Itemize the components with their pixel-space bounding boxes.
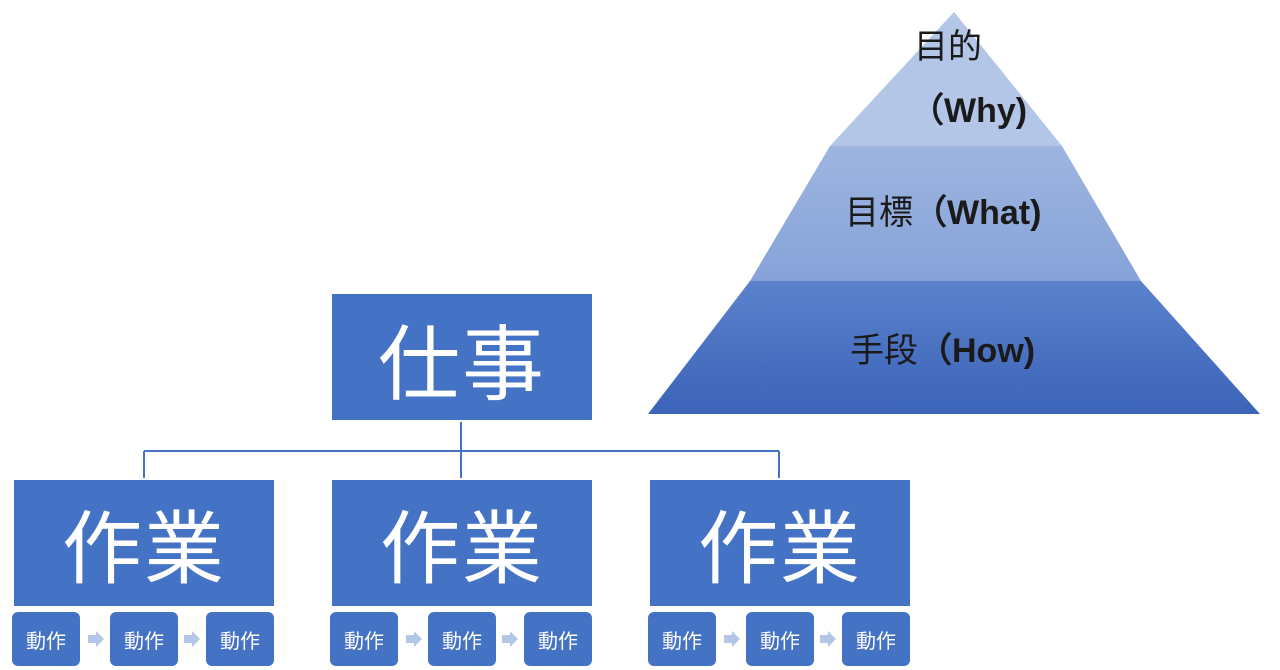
pyramid-label-why-en: （Why) [910,94,1027,128]
pyramid-label-how-en: （How) [918,332,1036,370]
action-1-2: 動作 [110,612,178,666]
pyramid-label-what: 目標（What) [845,196,1041,230]
action-2-3: 動作 [524,612,592,666]
arrow-right-icon [88,631,104,647]
task-box-2: 作業 [330,478,594,608]
action-3-3: 動作 [842,612,910,666]
action-3-2: 動作 [746,612,814,666]
pyramid-label-why-en-text: （Why) [910,92,1028,130]
pyramid-label-how: 手段（How) [850,334,1035,368]
pyramid-level-how [648,281,1260,414]
pyramid-label-why-jp: 目的 [914,27,982,67]
task-box-3: 作業 [648,478,912,608]
action-2-2: 動作 [428,612,496,666]
arrow-right-icon [820,631,836,647]
arrow-right-icon [184,631,200,647]
action-1-1: 動作 [12,612,80,666]
action-3-1: 動作 [648,612,716,666]
task-box-1: 作業 [12,478,276,608]
arrow-right-icon [406,631,422,647]
action-2-1: 動作 [330,612,398,666]
pyramid-level-why [830,12,1062,146]
arrow-right-icon [724,631,740,647]
job-box: 仕事 [330,292,594,422]
pyramid-label-how-jp: 手段 [850,331,918,371]
pyramid-label-what-en: （What) [913,194,1042,232]
action-1-3: 動作 [206,612,274,666]
pyramid-label-what-jp: 目標 [845,193,913,233]
arrow-right-icon [502,631,518,647]
pyramid-level-what [750,146,1141,281]
